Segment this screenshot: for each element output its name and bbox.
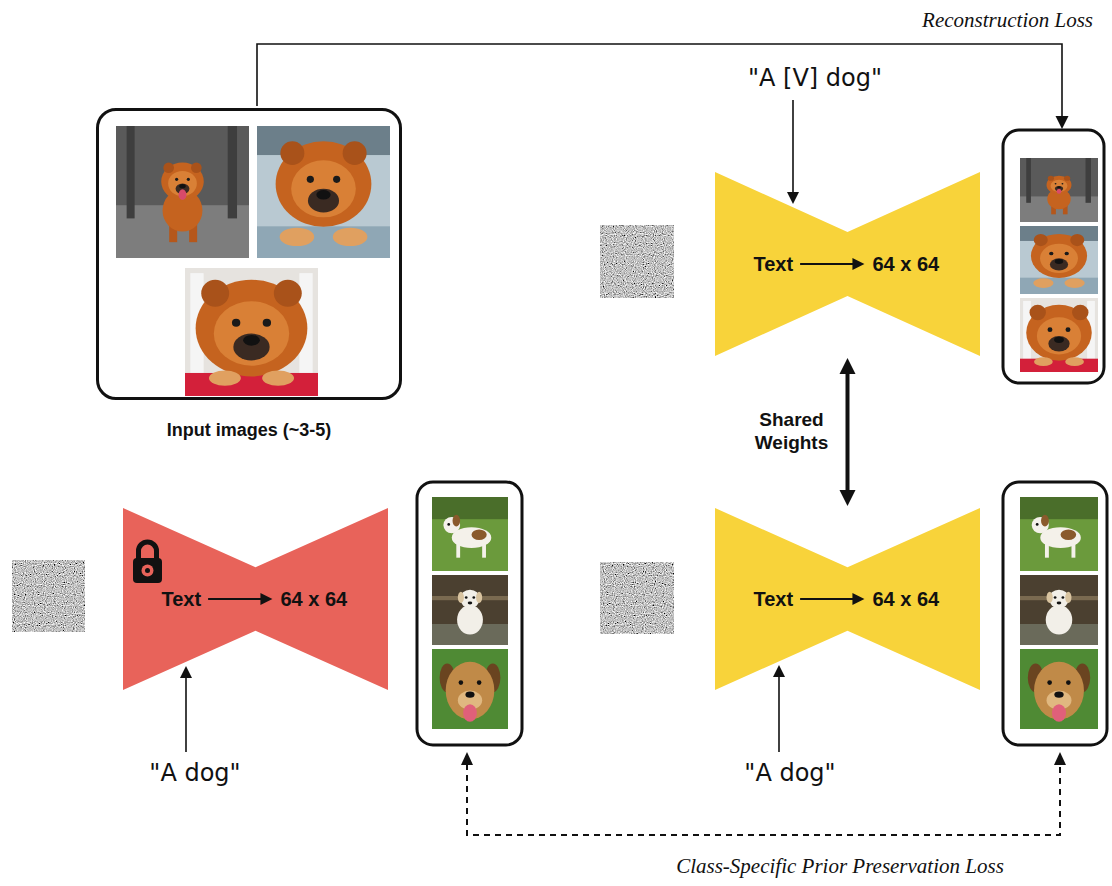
- dog-photo: [432, 575, 508, 645]
- arrowhead: [840, 490, 856, 506]
- arrowhead: [840, 358, 856, 374]
- arrowhead: [852, 258, 864, 270]
- dog-photo: [1020, 158, 1098, 222]
- prompt-text: "A dog": [149, 759, 240, 787]
- noise-image: [600, 225, 674, 298]
- output-frame: [417, 482, 522, 745]
- arrowhead: [1054, 752, 1066, 765]
- arrowhead: [787, 192, 799, 204]
- flow-arrow: [800, 598, 854, 600]
- loss-label: Class-Specific Prior Preservation Loss: [676, 854, 1004, 879]
- dog-photo: [185, 268, 318, 396]
- dog-photo: [432, 649, 508, 729]
- shared-weights-arrow: [840, 358, 856, 506]
- dog-photo: [432, 497, 508, 571]
- prompt-text: "A [V] dog": [748, 64, 882, 92]
- output-frame: [1003, 482, 1107, 745]
- edge-label: Shared Weights: [746, 409, 838, 455]
- arrowhead: [1056, 116, 1069, 129]
- dog-photo: [116, 126, 249, 258]
- prompt-arrow: [778, 675, 780, 752]
- unet-trainable: Text 64 x 64: [715, 172, 980, 356]
- flow-arrow: [800, 263, 854, 265]
- connector-line: [846, 372, 850, 492]
- output-size: 64 x 64: [280, 588, 347, 611]
- arrowhead: [852, 593, 864, 605]
- network-body: [715, 508, 980, 690]
- arrowhead: [461, 752, 473, 765]
- prompt-arrow: [185, 676, 187, 752]
- dog-photo: [1020, 575, 1098, 645]
- prompt-text: "A dog": [744, 759, 835, 787]
- loss-arrow: [257, 44, 1062, 118]
- noise-image: [12, 560, 85, 632]
- unet-trainable: Text 64 x 64: [715, 508, 980, 690]
- output-size: 64 x 64: [872, 588, 939, 611]
- output-size: 64 x 64: [872, 253, 939, 276]
- dog-photo: [1020, 298, 1098, 372]
- network-body: [123, 508, 388, 690]
- input-label: Text: [753, 253, 793, 276]
- arrowhead: [260, 593, 272, 605]
- unet-frozen: Text 64 x 64: [123, 508, 388, 690]
- dog-photo: [1020, 226, 1098, 294]
- flow-arrow: [208, 598, 262, 600]
- input-images-frame: Input images (~3-5): [96, 108, 402, 400]
- network-body: [715, 172, 980, 356]
- output-frame: [1003, 130, 1104, 383]
- dog-photo: [1020, 649, 1098, 729]
- lock-icon: [133, 542, 162, 583]
- arrowhead: [180, 666, 192, 678]
- dog-photo: [1020, 497, 1098, 571]
- loss-label: Reconstruction Loss: [922, 8, 1093, 33]
- input-label: Text: [161, 588, 201, 611]
- noise-image: [600, 562, 674, 634]
- input-label: Text: [753, 588, 793, 611]
- dog-photo: [257, 126, 390, 258]
- prompt-arrow: [792, 100, 794, 194]
- arrowhead: [773, 665, 785, 677]
- frame-heading: Input images (~3-5): [167, 420, 332, 441]
